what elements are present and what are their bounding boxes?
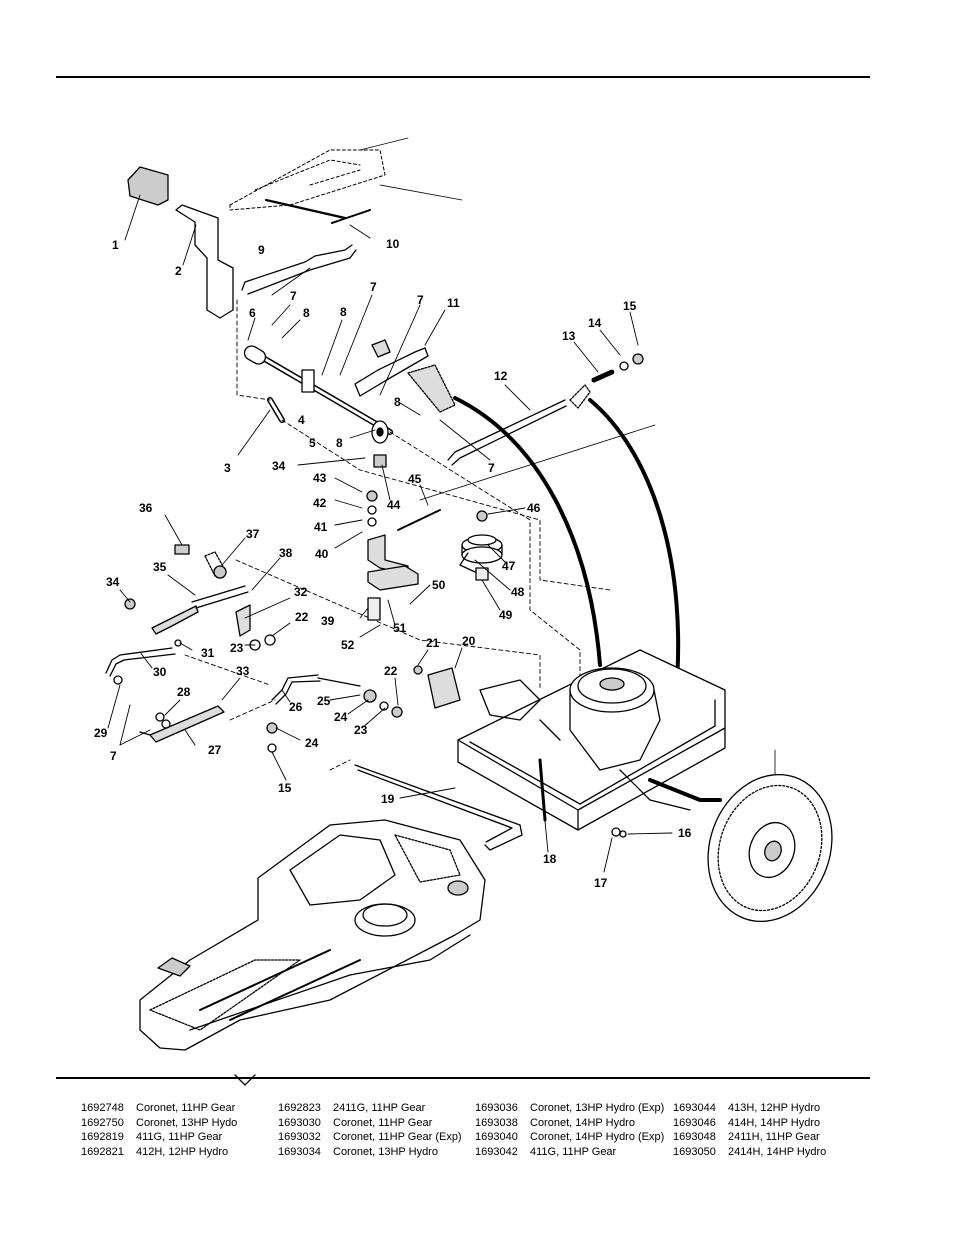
callout-51: 51 [393,621,407,635]
top-rule [56,76,870,78]
callout-40: 40 [315,547,329,561]
callout-26: 26 [289,700,303,714]
callout-7c: 7 [417,293,424,307]
callout-45: 45 [408,472,422,486]
callout-23b: 23 [354,723,368,737]
callout-34b: 34 [272,459,286,473]
callout-5: 5 [309,436,316,450]
callout-21: 21 [426,636,440,650]
pedal-pad-drawing [127,166,169,206]
callout-14: 14 [588,316,602,330]
callout-24b: 24 [305,736,319,750]
callout-43: 43 [313,471,327,485]
callout-16: 16 [678,826,692,840]
callout-8a: 8 [303,306,310,320]
callout-7a: 7 [290,289,297,303]
callout-23a: 23 [230,641,244,655]
callout-41: 41 [314,520,328,534]
callout-25: 25 [317,694,331,708]
callout-7b: 7 [370,280,377,294]
callout-7d: 7 [488,461,495,475]
rear-wheel-drawing [707,773,833,923]
parts-diagram: 1 2 3 4 5 6 7 7 7 7 7 8 8 8 8 9 10 11 12… [94,137,833,1086]
callout-48: 48 [511,585,525,599]
callout-37: 37 [246,527,260,541]
callout-28: 28 [177,685,191,699]
callout-1: 1 [112,238,119,252]
bottom-rule [56,1077,870,1079]
callout-10: 10 [386,237,400,251]
callout-29: 29 [94,726,108,740]
callout-15a: 15 [623,299,637,313]
callout-38: 38 [279,546,293,560]
callout-44: 44 [387,498,401,512]
callout-50: 50 [432,578,446,592]
callout-47: 47 [502,559,516,573]
callout-3: 3 [224,461,231,475]
callout-31: 31 [201,646,215,660]
callout-46: 46 [527,501,541,515]
callout-13: 13 [562,329,576,343]
callout-30: 30 [153,665,167,679]
callout-12: 12 [494,369,508,383]
callout-4: 4 [298,413,305,427]
pedal-arm-drawing [175,204,234,319]
callout-2: 2 [175,264,182,278]
transaxle-frame-drawing [457,649,726,831]
callout-8d: 8 [336,436,343,450]
callout-9: 9 [258,243,265,257]
callout-42: 42 [313,496,327,510]
callout-33: 33 [236,664,250,678]
callout-22b: 22 [384,664,398,678]
callout-19: 19 [381,792,395,806]
callout-36: 36 [139,501,153,515]
idler-pulley-drawing [459,510,503,581]
callout-32: 32 [294,585,308,599]
callout-52: 52 [341,638,355,652]
callout-35: 35 [153,560,167,574]
upper-frame-drawing [229,149,386,211]
callout-49: 49 [499,608,513,622]
callout-8c: 8 [394,395,401,409]
callout-7e: 7 [110,749,117,763]
transmission-rod-drawing [354,764,523,851]
callout-11: 11 [447,296,460,310]
callout-6: 6 [249,306,256,320]
callout-34a: 34 [106,575,120,589]
callout-20: 20 [462,634,476,648]
callout-18: 18 [543,852,557,866]
callout-15b: 15 [278,781,292,795]
callout-27: 27 [208,743,222,757]
control-cables-drawing [453,396,602,667]
mower-overview-drawing [139,819,486,1086]
callout-39: 39 [321,614,335,628]
callout-17: 17 [594,876,608,890]
callout-8b: 8 [340,305,347,319]
callout-22a: 22 [295,610,309,624]
callout-24a: 24 [334,710,348,724]
